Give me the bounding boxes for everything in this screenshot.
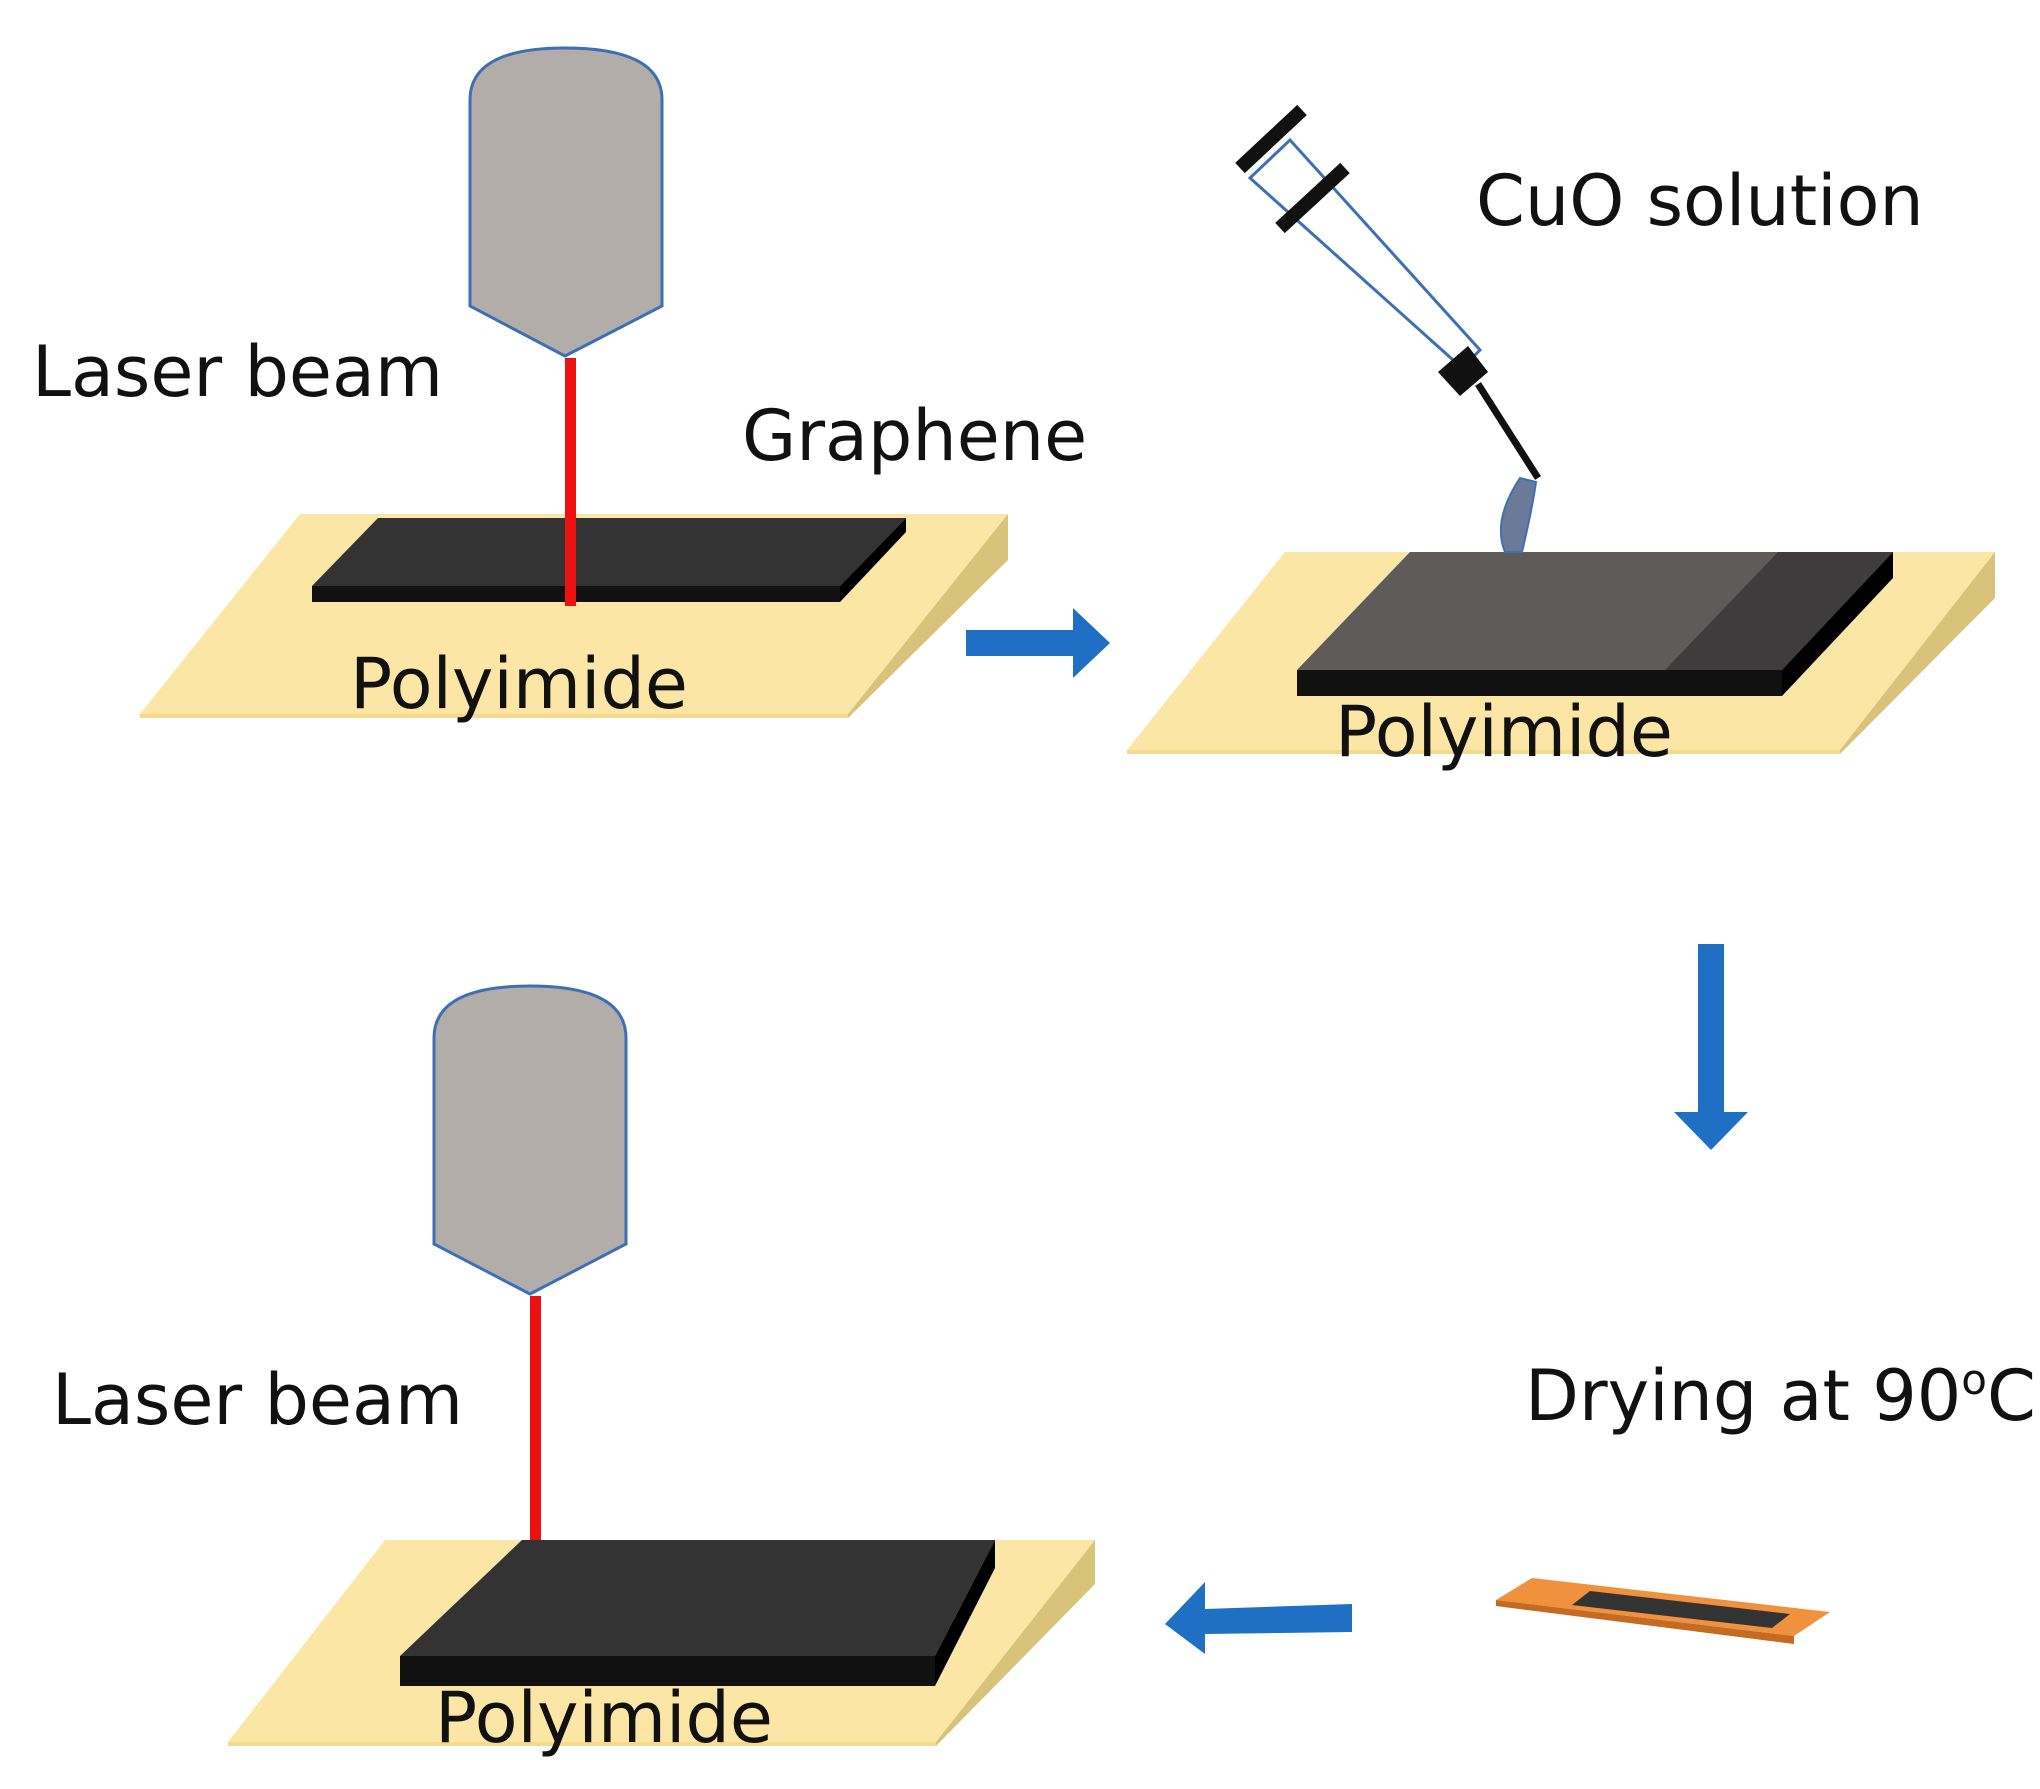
graphene-4-front: [400, 1656, 935, 1686]
substrate-2-side-face: [1840, 552, 1995, 754]
step1-group: Laser beam Graphene Polyimide: [32, 46, 1087, 725]
drying-label: Drying at 90oC: [1525, 1355, 2036, 1437]
step3-group: Drying at 90oC: [1496, 1355, 2036, 1644]
graphene-label: Graphene: [742, 395, 1087, 477]
substrate-1-side-face: [848, 514, 1008, 718]
substrate-2-front-face: [1127, 750, 1840, 754]
laser-beam-2: [530, 1296, 541, 1540]
substrate-4-front-face: [228, 1742, 936, 1746]
laser-head-1: [468, 46, 664, 358]
cuo-droplet: [1499, 476, 1538, 553]
laser-beam-label-1: Laser beam: [32, 331, 443, 413]
graphene-1-side: [840, 518, 906, 602]
laser-beam-label-2: Laser beam: [52, 1359, 463, 1441]
step4-group: Laser beam Polyimide: [52, 984, 1095, 1759]
graphene-1-top: [312, 518, 906, 586]
step2-group: CuO solution Polyimide: [1127, 104, 1995, 773]
arrow-left: [1165, 1582, 1352, 1654]
graphene-4-side: [935, 1540, 995, 1686]
drying-degree: o: [1961, 1355, 1987, 1404]
cuo-layer-front: [1297, 670, 1782, 696]
drying-unit: C: [1987, 1355, 2036, 1437]
substrate-4-side-face: [936, 1540, 1095, 1746]
arrow-right: [966, 608, 1110, 678]
arrow-down: [1674, 944, 1748, 1150]
polyimide-label-1: Polyimide: [350, 643, 688, 725]
laser-beam-1: [565, 358, 576, 606]
graphene-4-top: [400, 1540, 995, 1656]
polyimide-label-2: Polyimide: [1335, 691, 1673, 773]
laser-head-2: [432, 984, 628, 1296]
cuo-solution-label: CuO solution: [1476, 160, 1924, 242]
cuo-layer-shade: [1665, 552, 1893, 670]
dried-sample-layer: [1572, 1591, 1790, 1628]
polyimide-label-3: Polyimide: [435, 1677, 773, 1759]
syringe-icon: [1235, 104, 1541, 480]
dried-sample-plate-edge: [1496, 1600, 1794, 1644]
substrate-1-front-face: [140, 714, 848, 718]
drying-text: Drying at 90: [1525, 1355, 1961, 1437]
cuo-layer-side: [1782, 552, 1893, 696]
